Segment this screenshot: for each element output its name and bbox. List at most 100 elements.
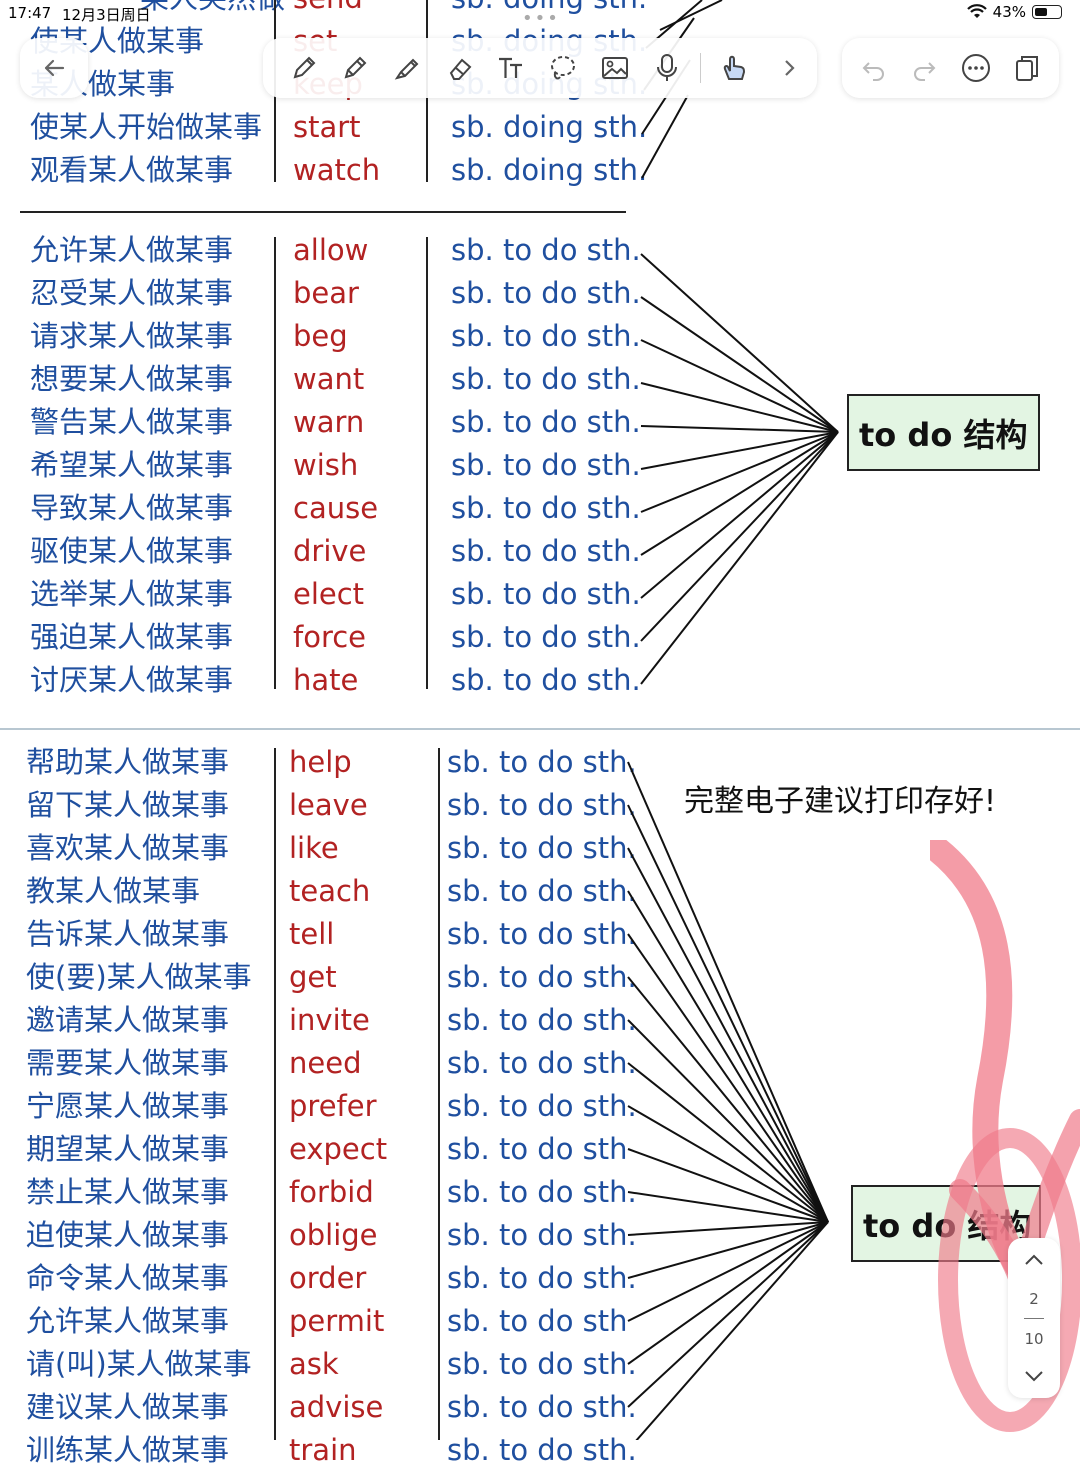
chinese-meaning: 请(叫)某人做某事 <box>26 1347 252 1381</box>
connector-line <box>627 1191 829 1223</box>
pattern-text: sb. to do sth. <box>447 1347 637 1381</box>
verb-word: allow <box>293 233 369 267</box>
section-divider <box>20 211 626 213</box>
verb-word: start <box>293 110 361 144</box>
mic-icon[interactable] <box>645 46 689 90</box>
chinese-meaning: 驱使某人做某事 <box>30 534 234 568</box>
connector-line <box>627 1221 829 1408</box>
verb-word: wish <box>293 448 359 482</box>
connector-line <box>627 1221 829 1236</box>
chinese-meaning: 迫使某人做某事 <box>26 1218 230 1252</box>
pattern-text: sb. to do sth. <box>447 917 637 951</box>
pattern-text: sb. to do sth. <box>447 1218 637 1252</box>
pattern-text: sb. to do sth. <box>447 1003 637 1037</box>
verb-word: teach <box>289 874 371 908</box>
chevron-down-icon[interactable] <box>1022 1366 1046 1390</box>
action-toolbar <box>842 38 1059 98</box>
touch-icon[interactable] <box>712 46 756 90</box>
verb-word: send <box>293 0 363 18</box>
to-do-structure-box: to do 结构 <box>847 394 1040 471</box>
verb-word: expect <box>289 1132 388 1166</box>
column-divider <box>438 748 440 1440</box>
connector-line <box>640 431 839 556</box>
pattern-text: sb. to do sth. <box>447 960 637 994</box>
chinese-meaning: 强迫某人做某事 <box>30 620 234 654</box>
pencil-icon[interactable] <box>333 46 377 90</box>
pattern-text: sb. to do sth. <box>447 788 637 822</box>
pattern-text: sb. to do sth. <box>447 1089 637 1123</box>
verb-word: elect <box>293 577 365 611</box>
pattern-text: sb. to do sth. <box>447 874 637 908</box>
pattern-text: sb. to do sth. <box>451 362 641 396</box>
current-page: 2 <box>1029 1290 1039 1308</box>
back-pill <box>20 38 88 98</box>
verb-word: like <box>289 831 339 865</box>
highlighter-icon[interactable] <box>385 46 429 90</box>
connector-line <box>640 296 839 433</box>
chinese-meaning: 教某人做某事 <box>26 874 201 908</box>
pattern-text: sb. to do sth. <box>451 276 641 310</box>
connector-line <box>640 253 839 433</box>
status-time: 17:47 <box>8 4 52 22</box>
pattern-text: sb. to do sth. <box>447 1175 637 1209</box>
verb-word: force <box>293 620 367 654</box>
undo-icon[interactable] <box>851 46 895 90</box>
pattern-text: sb. to do sth. <box>447 1261 637 1295</box>
pattern-text: sb. to do sth. <box>447 1433 637 1467</box>
pattern-text: sb. doing sth. <box>451 0 647 18</box>
verb-word: help <box>289 745 352 779</box>
chinese-meaning: 希望某人做某事 <box>30 448 234 482</box>
text-tool-icon[interactable] <box>489 46 533 90</box>
connector-line <box>640 431 839 599</box>
lasso-icon[interactable] <box>541 46 585 90</box>
verb-word: bear <box>293 276 359 310</box>
verb-word: tell <box>289 917 335 951</box>
verb-word: oblige <box>289 1218 378 1252</box>
image-icon[interactable] <box>593 46 637 90</box>
multitask-dots-icon[interactable]: ••• <box>522 8 560 29</box>
connector-line <box>627 1221 829 1322</box>
connector-line <box>627 1221 829 1365</box>
more-icon[interactable] <box>954 46 998 90</box>
chinese-meaning: 忍受某人做某事 <box>30 276 234 310</box>
battery-percentage: 43% <box>992 3 1026 21</box>
wifi-icon <box>966 4 987 18</box>
connector-line <box>627 804 829 1223</box>
verb-word: invite <box>289 1003 370 1037</box>
chinese-meaning: 讨厌某人做某事 <box>30 663 234 697</box>
verb-word: advise <box>289 1390 384 1424</box>
redo-icon[interactable] <box>903 46 947 90</box>
connector-line <box>640 431 839 642</box>
pattern-text: sb. doing sth. <box>451 110 648 144</box>
verb-word: permit <box>289 1304 385 1338</box>
pattern-text: sb. to do sth. <box>451 448 641 482</box>
pattern-text: sb. to do sth. <box>451 233 641 267</box>
verb-word: beg <box>293 319 348 353</box>
pages-icon[interactable] <box>1005 46 1049 90</box>
page-indicator: 2 10 <box>1008 1238 1060 1398</box>
status-bar: 17:47 12月3日周日 ••• 43% <box>0 0 1080 29</box>
verb-word: prefer <box>289 1089 377 1123</box>
chinese-meaning: 使某人开始做某事 <box>30 110 263 144</box>
pen-icon[interactable] <box>282 46 326 90</box>
verb-word: cause <box>293 491 379 525</box>
column-divider <box>426 237 428 689</box>
chevron-right-icon[interactable] <box>767 46 811 90</box>
eraser-icon[interactable] <box>437 46 481 90</box>
arrow-left-icon[interactable] <box>32 46 76 90</box>
chevron-up-icon[interactable] <box>1022 1250 1046 1274</box>
battery-icon <box>1032 5 1062 19</box>
connector-line <box>627 1105 829 1223</box>
drawing-toolbar <box>263 38 817 98</box>
chinese-meaning: 告诉某人做某事 <box>26 917 230 951</box>
connector-line <box>640 431 839 470</box>
chinese-meaning: 宁愿某人做某事 <box>26 1089 230 1123</box>
connector-line <box>627 933 829 1223</box>
chinese-meaning: 邀请某人做某事 <box>26 1003 230 1037</box>
column-divider <box>274 748 276 1440</box>
chinese-meaning: 观看某人做某事 <box>30 153 234 187</box>
pattern-text: sb. to do sth. <box>451 491 641 525</box>
verb-word: drive <box>293 534 367 568</box>
chinese-meaning: 帮助某人做某事 <box>26 745 230 779</box>
chinese-meaning: 某人突然做 <box>140 0 285 18</box>
